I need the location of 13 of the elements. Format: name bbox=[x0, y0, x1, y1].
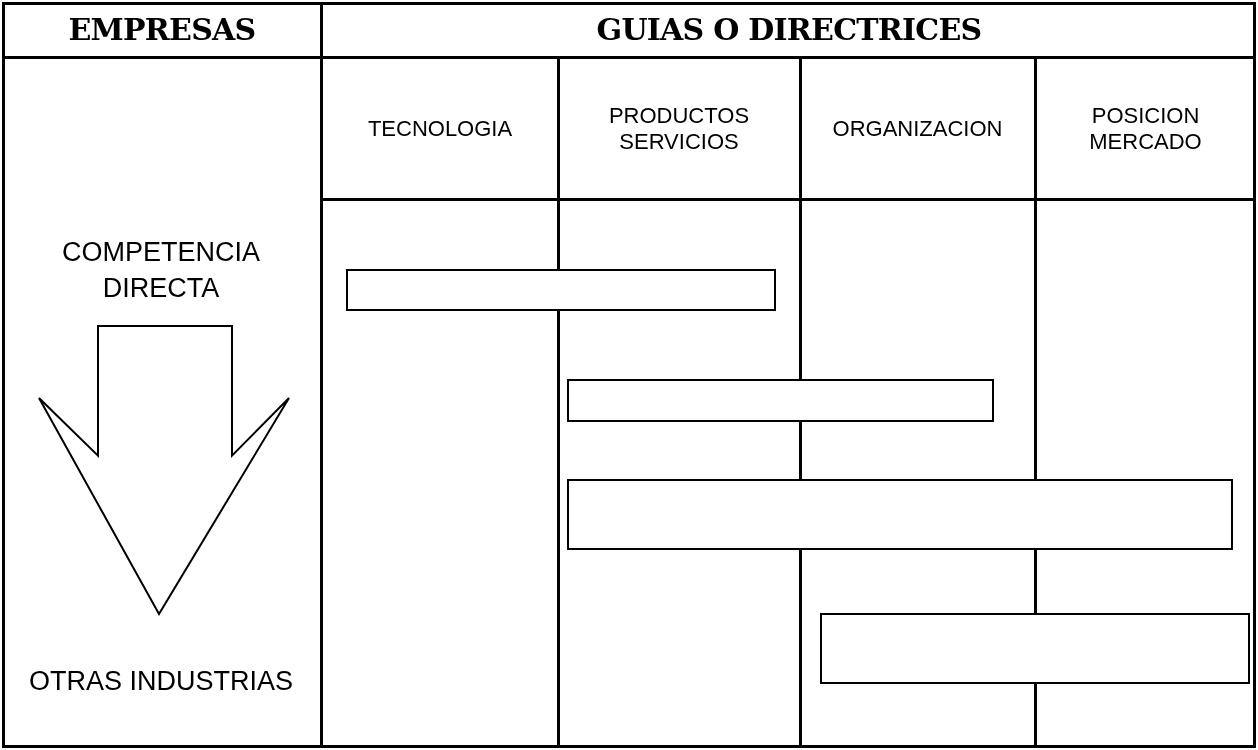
column-header: TECNOLOGIA bbox=[366, 116, 514, 142]
header-text: GUIAS O DIRECTRICES bbox=[596, 15, 982, 45]
row-label: OTRAS INDUSTRIAS bbox=[29, 665, 293, 698]
timeline-bar bbox=[567, 379, 994, 422]
column-header: ORGANIZACION bbox=[831, 116, 1004, 142]
block-arrow bbox=[38, 325, 290, 616]
header-text: EMPRESAS bbox=[68, 15, 256, 45]
column-header: PRODUCTOS SERVICIOS bbox=[607, 103, 751, 155]
row-label: COMPETENCIA DIRECTA bbox=[61, 236, 261, 305]
column-header: POSICION MERCADO bbox=[1088, 103, 1203, 155]
timeline-bar bbox=[346, 269, 776, 311]
timeline-bar bbox=[820, 613, 1250, 684]
timeline-bar bbox=[567, 479, 1233, 550]
